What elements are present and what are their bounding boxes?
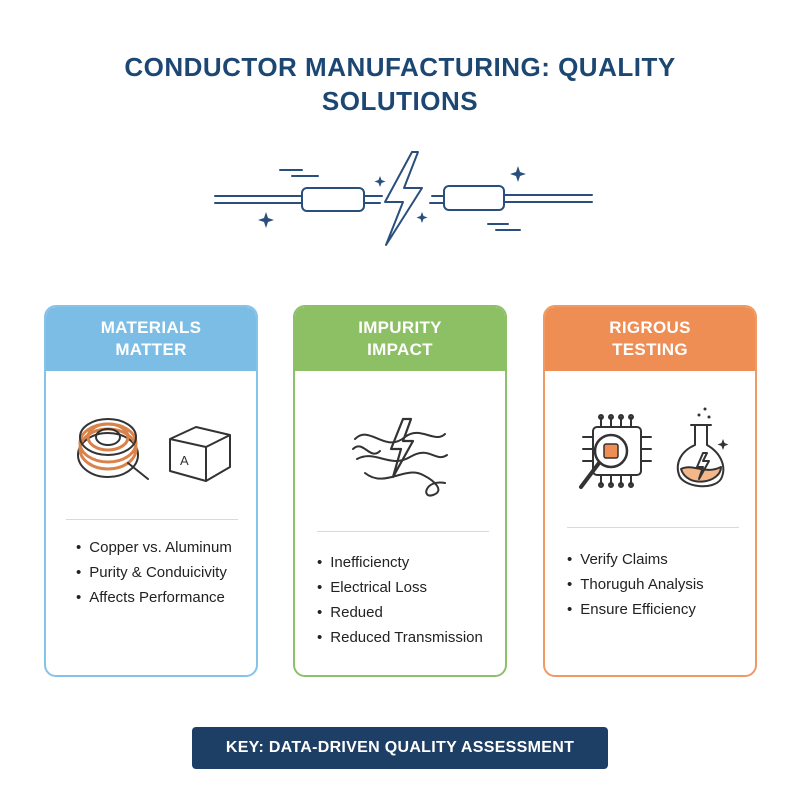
card-materials-matter: MATERIALS MATTER A Copper vs. Aluminum P… [44,305,258,677]
flask-icon [676,407,729,488]
list-item: Affects Performance [76,585,232,610]
tangled-lightning-icon [352,417,448,497]
title-line-2: SOLUTIONS [321,86,479,116]
card-title-line-2: TESTING [612,340,688,359]
card-rigorous-testing: RIGROUS TESTING Verify Claims [543,305,757,677]
cube-a-icon [169,426,231,482]
card-title-line-2: IMPACT [367,340,433,359]
divider [66,519,238,520]
bullet-list: Inefficiencty Electrical Loss Redued Red… [317,550,483,650]
list-item: Verify Claims [567,547,704,572]
list-item: Thoruguh Analysis [567,572,703,597]
chip-magnifier-icon [579,414,652,489]
card-title-line-1: RIGROUS [609,318,691,337]
card-impurity-impact: IMPURITY IMPACT Inefficiencty Electrical… [293,305,507,677]
list-item: Copper vs. Aluminum [76,535,232,560]
card-icons: A [77,418,231,482]
list-item: Reduced Transmission [317,625,483,650]
card-header: RIGROUS TESTING [545,307,755,371]
card-header: MATERIALS MATTER [46,307,256,371]
title-line-1: CONDUCTOR MANUFACTURING: QUALITY [124,52,676,82]
cable-spark-icon [214,151,593,246]
list-item: Ensure Efficiency [567,597,704,622]
copper-coil-icon [77,418,149,480]
card-title-line-1: IMPURITY [358,318,442,337]
card-title-line-1: MATERIALS [100,318,202,337]
list-item: Inefficiencty [317,550,483,575]
cube-label: A [180,453,189,468]
divider [567,527,739,528]
key-banner: KEY: DATA-DRIVEN QUALITY ASSESSMENT [192,727,608,769]
page-title: CONDUCTOR MANUFACTURING: QUALITY SOLUTIO… [0,50,800,118]
card-icons [352,417,448,497]
card-header: IMPURITY IMPACT [295,307,505,371]
divider [317,531,489,532]
bullet-list: Copper vs. Aluminum Purity & Conduicivit… [76,535,232,610]
card-title-line-2: MATTER [115,340,187,359]
list-item: Electrical Loss [317,575,483,600]
list-item: Purity & Conduicivity [76,560,232,585]
bullet-list: Verify Claims Thoruguh Analysis Ensure E… [567,547,704,622]
list-item: Redued [317,600,483,625]
card-icons [579,407,729,489]
